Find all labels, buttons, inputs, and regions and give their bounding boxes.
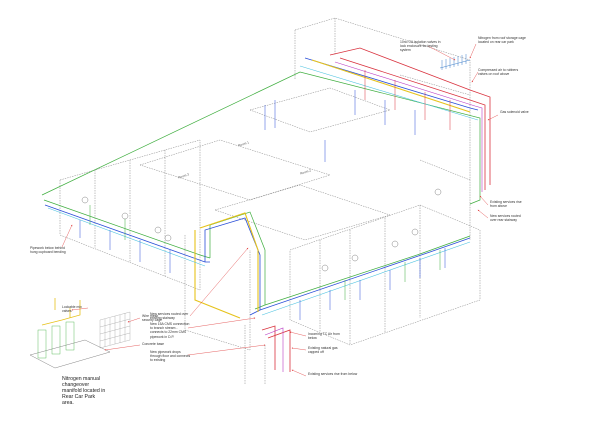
note-concrete-base: Concrete base (142, 342, 165, 346)
nitrogen-cylinder-cage (29, 298, 111, 369)
note-nitrogen-roof: Nitrogen from roof storage cage located … (478, 36, 526, 45)
room-tags (81, 188, 442, 272)
branch-drops-green (89, 205, 441, 300)
yellow-pipe-run (194, 59, 471, 319)
leader-lines (61, 43, 499, 377)
note-new-services-stairway: New services routed over existing stairw… (150, 312, 189, 321)
magenta-pipe-run (264, 61, 483, 372)
blue-pipe-run (44, 57, 479, 316)
note-new-services-riser: New services routed over rear stairway (490, 214, 521, 223)
note-pipework-behind: Pipework below behind hung cupboard bend… (30, 246, 66, 255)
note-incoming-gas: Incoming TC Air from below (308, 332, 340, 341)
green-pipe-run (41, 71, 481, 310)
note-lockable-mix: Lockable mix valves (62, 305, 82, 314)
red-pipe-run (261, 47, 491, 372)
roof-valve-enclosure (439, 54, 471, 70)
note-wire-mesh: Wire mesh security cage (142, 314, 162, 323)
cyan-pipe-run (47, 65, 479, 316)
note-existing-below: Existing services rise from below (308, 372, 358, 376)
note-nitrogen-manual: Nitrogen manual changeover manifold loca… (62, 376, 106, 406)
branch-drops-red (364, 70, 451, 130)
building-outline (59, 17, 481, 385)
note-existing-above: Existing services rise from above (490, 200, 522, 209)
note-new-connection: New 15A CMS connection to branch stream … (150, 322, 190, 339)
branch-drops (79, 90, 446, 320)
note-existing-natural-gas: Existing natural gas capped off (308, 346, 338, 355)
note-gas-solenoid: Gas solenoid valve (500, 110, 529, 114)
wire-mesh-cage (99, 311, 131, 349)
note-new-pipework-floor: New pipework drops through floor and con… (150, 350, 191, 363)
note-compressed-air: Compressed air to rubbers valves on roof… (478, 68, 519, 77)
note-isolation-valves: 10no CA isolation valves in lock enclosu… (400, 40, 441, 53)
